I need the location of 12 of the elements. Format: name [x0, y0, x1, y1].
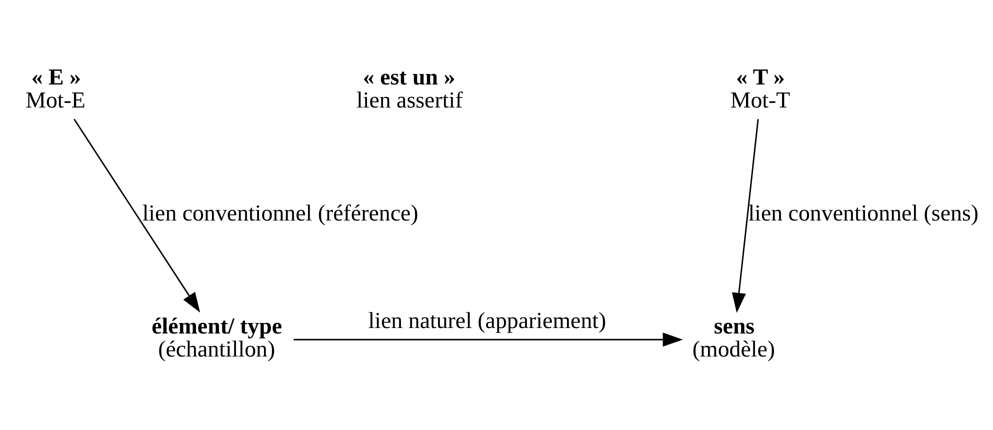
- edge-label: lien naturel (appariement): [368, 308, 606, 333]
- node-text: sens (modèle): [692, 314, 776, 362]
- node-text: « T » Mot-T: [730, 64, 790, 112]
- node-text: « E » Mot-E: [26, 64, 86, 112]
- arrow: [732, 119, 759, 313]
- node-text: élément/ type (échantillon): [152, 314, 282, 362]
- label: lien assertif: [356, 87, 463, 112]
- label: « est un »: [362, 64, 456, 90]
- edge-label: lien conventionnel (sens): [748, 200, 979, 226]
- edge-label: lien conventionnel (référence): [142, 200, 418, 226]
- arrow: [74, 118, 200, 313]
- arrow: [294, 332, 683, 347]
